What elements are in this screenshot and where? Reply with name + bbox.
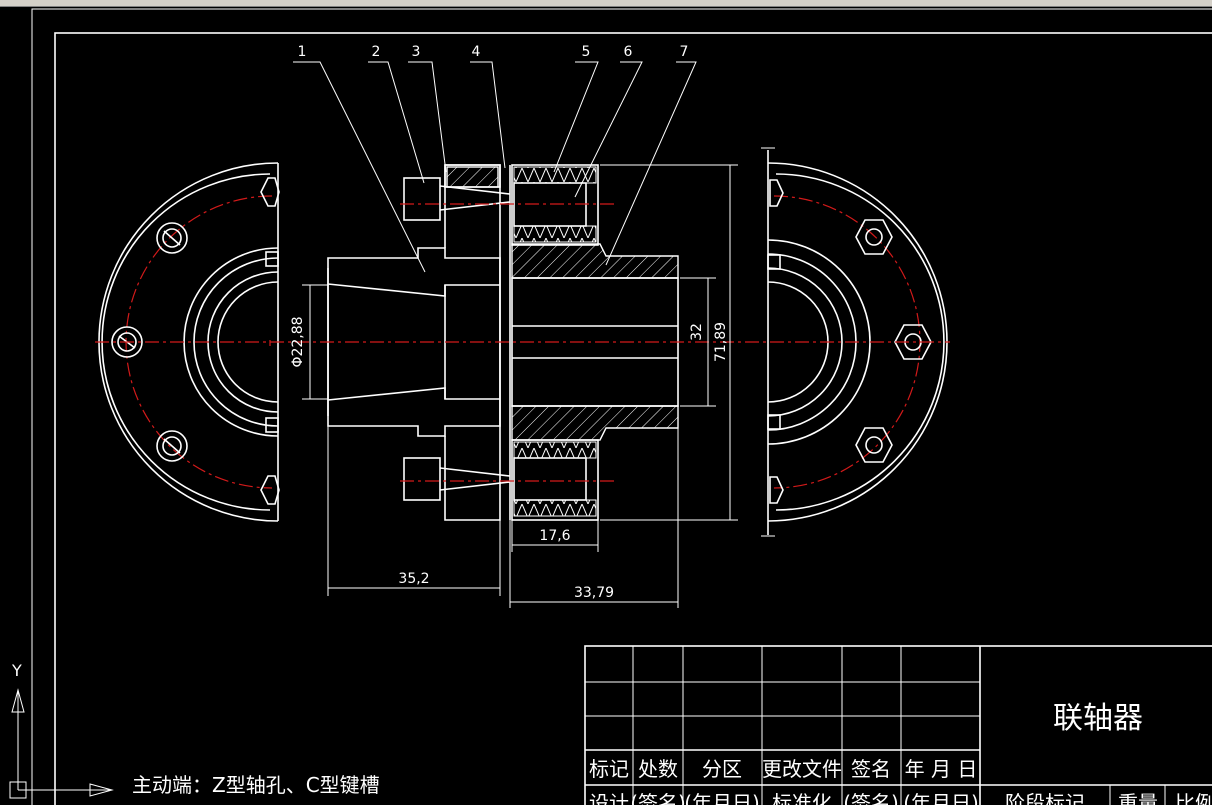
tb-header-2: 分区 xyxy=(702,757,742,781)
right-end-view xyxy=(761,147,948,537)
dim-bore-left: Φ22,88 xyxy=(290,316,306,367)
tb-row2-3: 标准化 xyxy=(772,791,832,805)
dim-right-length: 33,79 xyxy=(574,585,614,601)
tb-header-3: 更改文件 xyxy=(762,757,842,781)
tb-row2-0: 设计 xyxy=(589,791,629,805)
drive-end-note: 主动端：Z型轴孔、C型键槽 xyxy=(132,773,380,797)
ucs-y-label: Y xyxy=(11,661,22,680)
part-label-1: 1 xyxy=(298,44,307,60)
dim-left-length: 35,2 xyxy=(398,571,429,587)
leader-lines xyxy=(293,61,697,273)
tb-right-0: 阶段标记 xyxy=(1005,791,1085,805)
part-label-2: 2 xyxy=(372,44,381,60)
inner-border xyxy=(54,32,1212,805)
tb-row2-1: (签名) xyxy=(630,791,686,805)
tb-header-4: 签名 xyxy=(851,757,891,781)
tb-right-2: 比例 xyxy=(1175,791,1212,805)
dim-flange-dia: 71,89 xyxy=(713,322,729,362)
window-top-bar xyxy=(0,0,1212,6)
tb-header-5: 年 月 日 xyxy=(905,757,978,781)
left-end-view xyxy=(98,162,280,522)
tb-header-1: 处数 xyxy=(638,757,678,781)
tb-row2-4: (签名) xyxy=(843,791,899,805)
part-label-6: 6 xyxy=(624,44,633,60)
dim-spacer-width: 17,6 xyxy=(539,528,570,544)
title-block xyxy=(584,645,1212,805)
window-top-bar-shadow xyxy=(0,6,1212,7)
tb-row2-2: (年月日) xyxy=(684,791,760,805)
tb-right-1: 重量 xyxy=(1118,791,1158,805)
dim-bore-right: 32 xyxy=(689,323,705,341)
tb-header-0: 标记 xyxy=(589,757,629,781)
dimension-lines xyxy=(302,164,738,608)
ucs-icon xyxy=(9,688,114,799)
part-label-7: 7 xyxy=(680,44,689,60)
part-label-5: 5 xyxy=(582,44,591,60)
outer-border xyxy=(31,8,1212,805)
part-label-4: 4 xyxy=(472,44,481,60)
title-block-title: 联轴器 xyxy=(1053,701,1143,736)
part-label-3: 3 xyxy=(412,44,421,60)
center-section xyxy=(95,164,950,521)
tb-row2-5: (年月日) xyxy=(903,791,979,805)
